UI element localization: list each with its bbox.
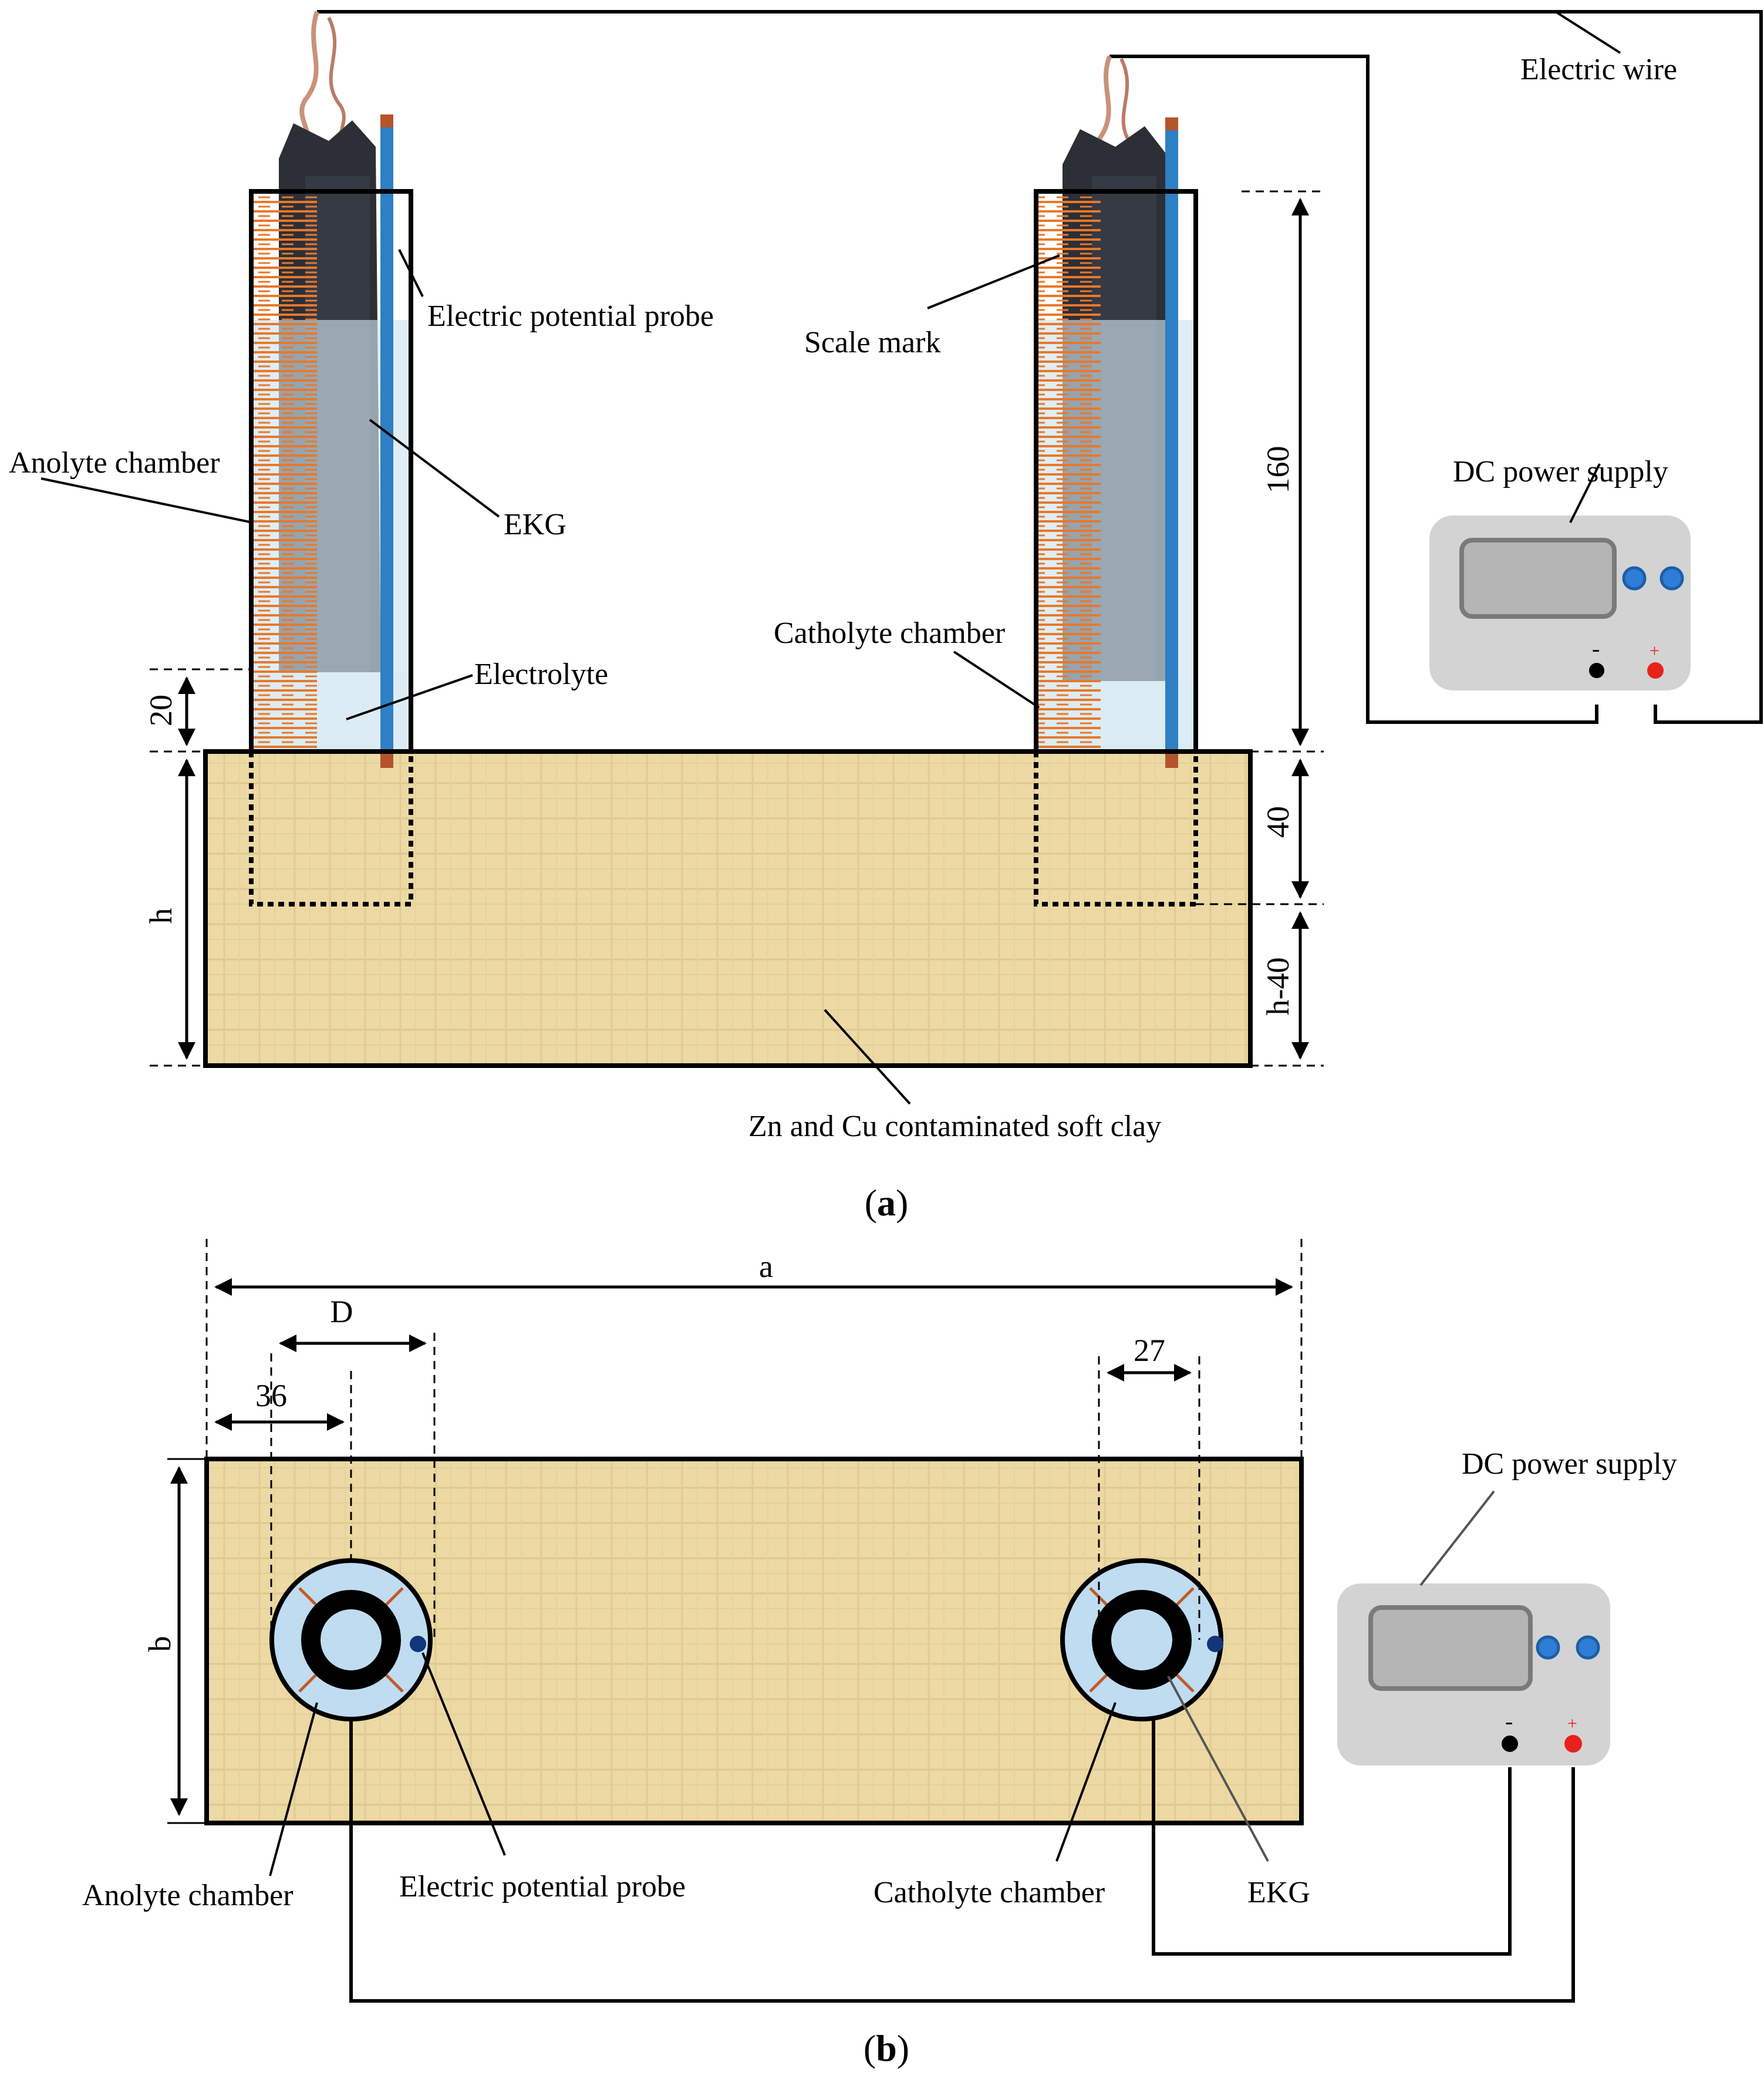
ekg-core <box>321 1609 382 1670</box>
leader-dc-b <box>1419 1490 1495 1586</box>
leader-probe-b <box>421 1652 506 1856</box>
label-anolyte-chamber-a: Anolyte chamber <box>9 446 220 480</box>
power-supply-display <box>1459 538 1617 619</box>
wire-cathode-b <box>1152 1720 1512 1956</box>
dim-label-40: 40 <box>1260 806 1296 838</box>
minus-sign: - <box>1592 635 1600 662</box>
label-electric-wire: Electric wire <box>1520 53 1677 86</box>
anolyte-chamber-top <box>269 1558 433 1721</box>
label-ekg-a: EKG <box>504 508 566 541</box>
leader-ekg-b <box>1167 1676 1269 1862</box>
electric-wire-cathode <box>1109 55 1598 724</box>
scale-tick <box>384 1673 404 1693</box>
figure-a: Electric wire <box>9 10 1763 1224</box>
dim-label-20: 20 <box>143 695 178 726</box>
leader-anolyte-b <box>269 1702 318 1876</box>
anolyte-chamber-outline <box>249 189 413 754</box>
catholyte-embedded-outline <box>1034 752 1198 907</box>
probe-dot-icon <box>410 1636 426 1652</box>
positive-terminal-icon <box>1564 1735 1582 1753</box>
wire-anode-b <box>349 1720 1575 2003</box>
electric-potential-probe <box>1165 117 1178 763</box>
scale-tick <box>1175 1587 1195 1607</box>
scale-mark <box>1036 191 1101 749</box>
leader-probe <box>398 249 424 297</box>
dim-label-h-40: h-40 <box>1260 958 1296 1016</box>
leader-ekg-a <box>369 419 500 518</box>
dim-label-b: b <box>142 1636 177 1652</box>
label-scale-mark: Scale mark <box>804 326 940 359</box>
leader-dc-a <box>1569 463 1601 523</box>
scale-mark <box>252 191 317 749</box>
caption-a: (a) <box>865 1182 909 1224</box>
dim-label-h: h <box>143 908 178 924</box>
label-soil: Zn and Cu contaminated soft clay <box>748 1110 1161 1143</box>
leader-scale-mark <box>927 254 1060 309</box>
leader-electrolyte <box>346 674 473 720</box>
label-ekg-b: EKG <box>1247 1876 1310 1909</box>
electric-potential-probe <box>380 114 393 760</box>
power-supply-display <box>1368 1605 1533 1691</box>
anolyte-chamber-side <box>249 11 413 907</box>
label-dc-power-supply-a: DC power supply <box>1453 455 1668 488</box>
figure-b: - + DC power supply Anolyte chamber Elec… <box>82 1239 1677 2069</box>
leader-anolyte-chamber-a <box>41 477 253 524</box>
plus-sign: + <box>1567 1714 1577 1733</box>
dc-power-supply-b: - + DC power supply <box>1337 1447 1677 1765</box>
anolyte-embedded-outline <box>249 752 413 907</box>
label-electrolyte: Electrolyte <box>474 658 608 691</box>
label-electric-potential-probe-b: Electric potential probe <box>399 1870 686 1903</box>
negative-terminal-icon <box>1589 663 1604 678</box>
label-anolyte-chamber-b: Anolyte chamber <box>82 1879 294 1912</box>
label-catholyte-chamber-b: Catholyte chamber <box>873 1876 1105 1909</box>
probe-dot-icon <box>1207 1636 1223 1652</box>
scale-tick <box>1089 1673 1109 1693</box>
probe-tip <box>380 752 393 768</box>
plus-sign: + <box>1650 641 1660 661</box>
scale-tick <box>298 1673 318 1693</box>
dim-label-27: 27 <box>1134 1333 1165 1368</box>
soil-block-side <box>203 749 1253 1068</box>
electric-wire-anode <box>317 10 1763 724</box>
probe-tip <box>1165 752 1178 768</box>
caption-b: (b) <box>864 2027 909 2069</box>
negative-terminal-icon <box>1502 1736 1518 1752</box>
leader-soil <box>824 1009 911 1105</box>
knob-icon <box>1622 566 1647 591</box>
dim-label-a: a <box>759 1249 773 1284</box>
knob-icon <box>1576 1635 1600 1660</box>
dim-label-d: D <box>330 1294 353 1329</box>
scale-tick <box>1175 1673 1195 1693</box>
scale-tick <box>298 1587 318 1607</box>
probe-tip <box>1165 117 1178 130</box>
dim-label-160: 160 <box>1260 446 1296 494</box>
knob-icon <box>1660 566 1684 591</box>
leader-catholyte-chamber-a <box>953 651 1040 709</box>
knob-icon <box>1536 1635 1560 1660</box>
ekg-core <box>1111 1609 1172 1670</box>
probe-tip <box>380 114 393 127</box>
minus-sign: - <box>1505 1708 1513 1734</box>
label-electric-potential-probe-a: Electric potential probe <box>427 299 714 333</box>
dim-label-36: 36 <box>255 1378 287 1413</box>
leader-catholyte-b <box>1055 1702 1117 1862</box>
catholyte-chamber-top <box>1060 1558 1223 1721</box>
leader-electric-wire <box>1554 11 1621 54</box>
positive-terminal-icon <box>1647 662 1664 679</box>
dc-power-supply-a: - + DC power supply <box>1429 455 1691 690</box>
scale-tick <box>384 1587 404 1607</box>
label-catholyte-chamber-a: Catholyte chamber <box>774 616 1005 650</box>
catholyte-chamber-outline <box>1034 189 1198 754</box>
label-dc-power-supply-b: DC power supply <box>1462 1447 1677 1481</box>
catholyte-chamber-side <box>1034 55 1198 907</box>
